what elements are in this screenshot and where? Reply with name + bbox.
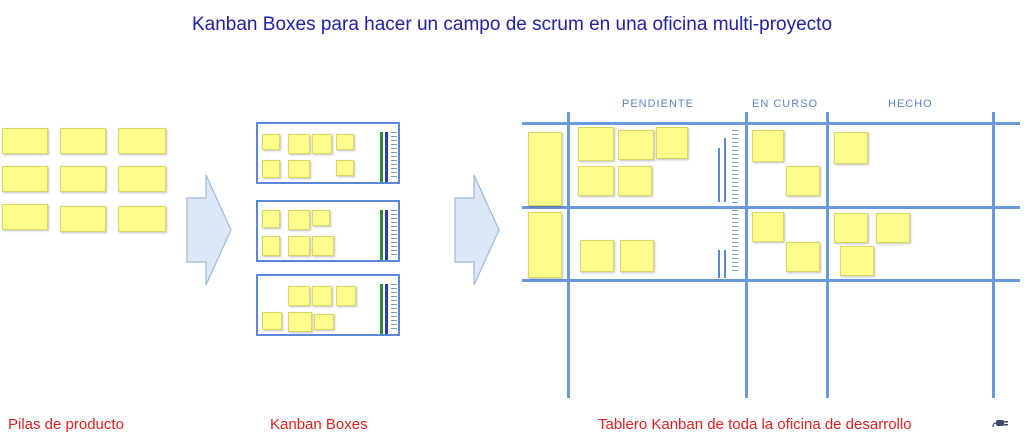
sticky-note: [580, 240, 614, 272]
plug-icon: [992, 420, 1008, 428]
board-row-line: [522, 279, 1020, 282]
row-label-note: [528, 212, 562, 278]
board-row-line: [522, 206, 1020, 209]
sticky-note: [262, 134, 280, 150]
caption-kanban-boxes: Kanban Boxes: [270, 416, 368, 433]
tick-scale: [391, 210, 397, 258]
sticky-note: [60, 128, 106, 154]
sticky-note: [288, 312, 312, 332]
sticky-note: [118, 128, 166, 154]
kanban-box: [256, 122, 400, 184]
column-header-en-curso: EN CURSO: [752, 98, 819, 110]
sticky-note: [288, 134, 310, 154]
column-header-hecho: HECHO: [888, 98, 933, 110]
kanban-box: [256, 274, 400, 336]
sticky-note: [618, 166, 652, 196]
sticky-note: [2, 204, 48, 230]
sticky-note: [262, 236, 280, 256]
sticky-note: [620, 240, 654, 272]
tick-scale: [391, 132, 397, 180]
board-column-line: [745, 112, 748, 398]
sticky-note: [288, 160, 310, 178]
arrow-right-icon: [454, 174, 500, 286]
page-title: Kanban Boxes para hacer un campo de scru…: [191, 14, 833, 35]
sticky-note: [336, 160, 354, 176]
sticky-note: [118, 166, 166, 192]
sticky-note: [336, 134, 354, 150]
sticky-note: [312, 210, 330, 226]
sticky-note: [288, 236, 310, 256]
wip-bar: [724, 138, 726, 202]
sticky-note: [752, 130, 784, 162]
sticky-note: [786, 166, 820, 196]
column-header-pendiente: PENDIENTE: [622, 98, 694, 110]
sticky-note: [834, 132, 868, 164]
arrow-right-icon: [186, 174, 232, 286]
board-row-line: [522, 122, 1020, 125]
sticky-note: [2, 128, 48, 154]
wip-bar-blue: [385, 132, 388, 182]
sticky-note: [60, 166, 106, 192]
sticky-note: [262, 210, 280, 228]
sticky-note: [840, 246, 874, 276]
wip-bar-green: [380, 132, 383, 182]
sticky-note: [312, 134, 332, 154]
wip-bar: [718, 148, 720, 202]
board-column-line: [992, 112, 995, 398]
wip-bar-blue: [385, 284, 388, 334]
wip-bar-blue: [385, 210, 388, 260]
kanban-box: [256, 200, 400, 262]
sticky-note: [312, 236, 334, 256]
sticky-note: [876, 213, 910, 243]
sticky-note: [578, 166, 614, 196]
board-column-line: [567, 112, 570, 398]
sticky-note: [314, 314, 334, 330]
sticky-note: [752, 212, 784, 242]
sticky-note: [578, 127, 614, 161]
sticky-note: [786, 242, 820, 272]
sticky-note: [336, 286, 356, 306]
tick-scale: [732, 130, 738, 274]
sticky-note: [262, 312, 282, 330]
sticky-note: [288, 210, 310, 230]
wip-bar-green: [380, 284, 383, 334]
sticky-note: [834, 213, 868, 243]
wip-bar: [724, 250, 726, 278]
row-label-note: [528, 132, 562, 206]
sticky-note: [60, 206, 106, 232]
caption-tablero: Tablero Kanban de toda la oficina de des…: [598, 416, 912, 433]
board-column-line: [826, 112, 829, 398]
sticky-note: [656, 127, 688, 159]
sticky-note: [312, 286, 332, 306]
wip-bar-green: [380, 210, 383, 260]
caption-pilas: Pilas de producto: [8, 416, 124, 433]
sticky-note: [118, 206, 166, 232]
sticky-note: [2, 166, 48, 192]
wip-bar: [718, 250, 720, 278]
sticky-note: [618, 130, 654, 160]
sticky-note: [262, 160, 280, 178]
tick-scale: [391, 284, 397, 332]
sticky-note: [288, 286, 310, 306]
